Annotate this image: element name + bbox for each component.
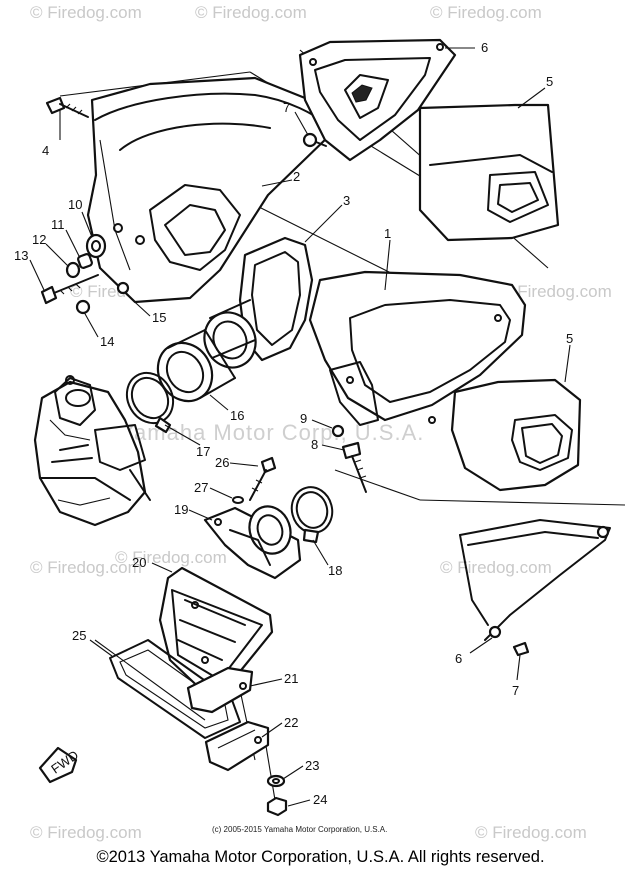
callout-5-lower: 5 xyxy=(566,331,573,346)
air-box-case xyxy=(86,76,332,304)
callout-9: 9 xyxy=(300,411,307,426)
watermark-brand: © Firedog.com xyxy=(440,558,552,577)
callout-5-top: 5 xyxy=(546,74,553,89)
watermark-brand: © Firedog.com xyxy=(475,823,587,842)
callout-19: 19 xyxy=(174,502,188,517)
watermark-brand: © Firedog.com xyxy=(30,3,142,22)
fwd-arrow-icon: FWD xyxy=(38,746,81,784)
carburetor xyxy=(33,375,151,527)
callout-24: 24 xyxy=(313,792,327,807)
watermark-brand: © Firedog.com xyxy=(195,3,307,22)
callout-20: 20 xyxy=(132,555,146,570)
air-filter-part-5-top xyxy=(418,103,560,242)
cover-plate-part-6-top xyxy=(298,38,457,162)
screw-part-7-top xyxy=(302,132,327,148)
callout-2: 2 xyxy=(293,169,300,184)
watermark-brand: © Firedog.com xyxy=(30,558,142,577)
callout-13: 13 xyxy=(14,248,28,263)
small-parts-10-15 xyxy=(40,233,130,315)
bolt-part-8 xyxy=(331,424,367,493)
footer-copyright: ©2013 Yamaha Motor Corporation, U.S.A. A… xyxy=(96,848,545,866)
clamp-part-18 xyxy=(290,486,334,544)
bolt-part-26 xyxy=(232,456,277,504)
stopper-part-22 xyxy=(204,720,270,772)
watermark-brand: © Firedog.com xyxy=(30,823,142,842)
callout-17: 17 xyxy=(196,444,210,459)
watermark-brand: © Firedog.com xyxy=(115,548,227,567)
callout-27: 27 xyxy=(194,480,208,495)
callout-25: 25 xyxy=(72,628,86,643)
manifold-joint-16 xyxy=(156,329,236,403)
bolt-part-4 xyxy=(45,96,89,118)
callout-11: 11 xyxy=(51,217,65,232)
callout-21: 21 xyxy=(284,671,298,686)
watermark-brand: © Firedog.com xyxy=(500,282,612,301)
clamp-part-17 xyxy=(125,371,175,434)
washer-part-23 xyxy=(266,774,286,788)
callout-14: 14 xyxy=(100,334,114,349)
callout-26: 26 xyxy=(215,455,229,470)
callout-15: 15 xyxy=(152,310,166,325)
callout-3: 3 xyxy=(343,193,350,208)
bracket-part-6-lower xyxy=(459,519,611,657)
callout-labels: 1 2 3 4 5 5 6 6 7 7 8 9 10 11 12 13 14 1… xyxy=(14,40,573,807)
callout-22: 22 xyxy=(284,715,298,730)
callout-1: 1 xyxy=(384,226,391,241)
callout-12: 12 xyxy=(32,232,46,247)
callout-7-lower: 7 xyxy=(512,683,519,698)
callout-23: 23 xyxy=(305,758,319,773)
callout-4: 4 xyxy=(42,143,49,158)
nut-part-24 xyxy=(266,796,288,817)
leader-lines xyxy=(29,47,571,807)
callout-16: 16 xyxy=(230,408,244,423)
fine-copyright: (c) 2005-2015 Yamaha Motor Corporation, … xyxy=(212,825,387,834)
watermark-brand: © Firedog.com xyxy=(430,3,542,22)
reed-part-21 xyxy=(186,666,254,714)
callout-6-top: 6 xyxy=(481,40,488,55)
callout-18: 18 xyxy=(328,563,342,578)
callout-7-top: 7 xyxy=(283,100,290,115)
manifold-part-19 xyxy=(203,505,302,580)
air-filter-part-5-lower xyxy=(450,378,582,492)
gasket-part-25 xyxy=(109,639,241,739)
callout-10: 10 xyxy=(68,197,82,212)
callout-6-lower: 6 xyxy=(455,651,462,666)
callout-8: 8 xyxy=(311,437,318,452)
duct-part-3 xyxy=(203,236,314,369)
air-box-part-1 xyxy=(308,270,527,426)
